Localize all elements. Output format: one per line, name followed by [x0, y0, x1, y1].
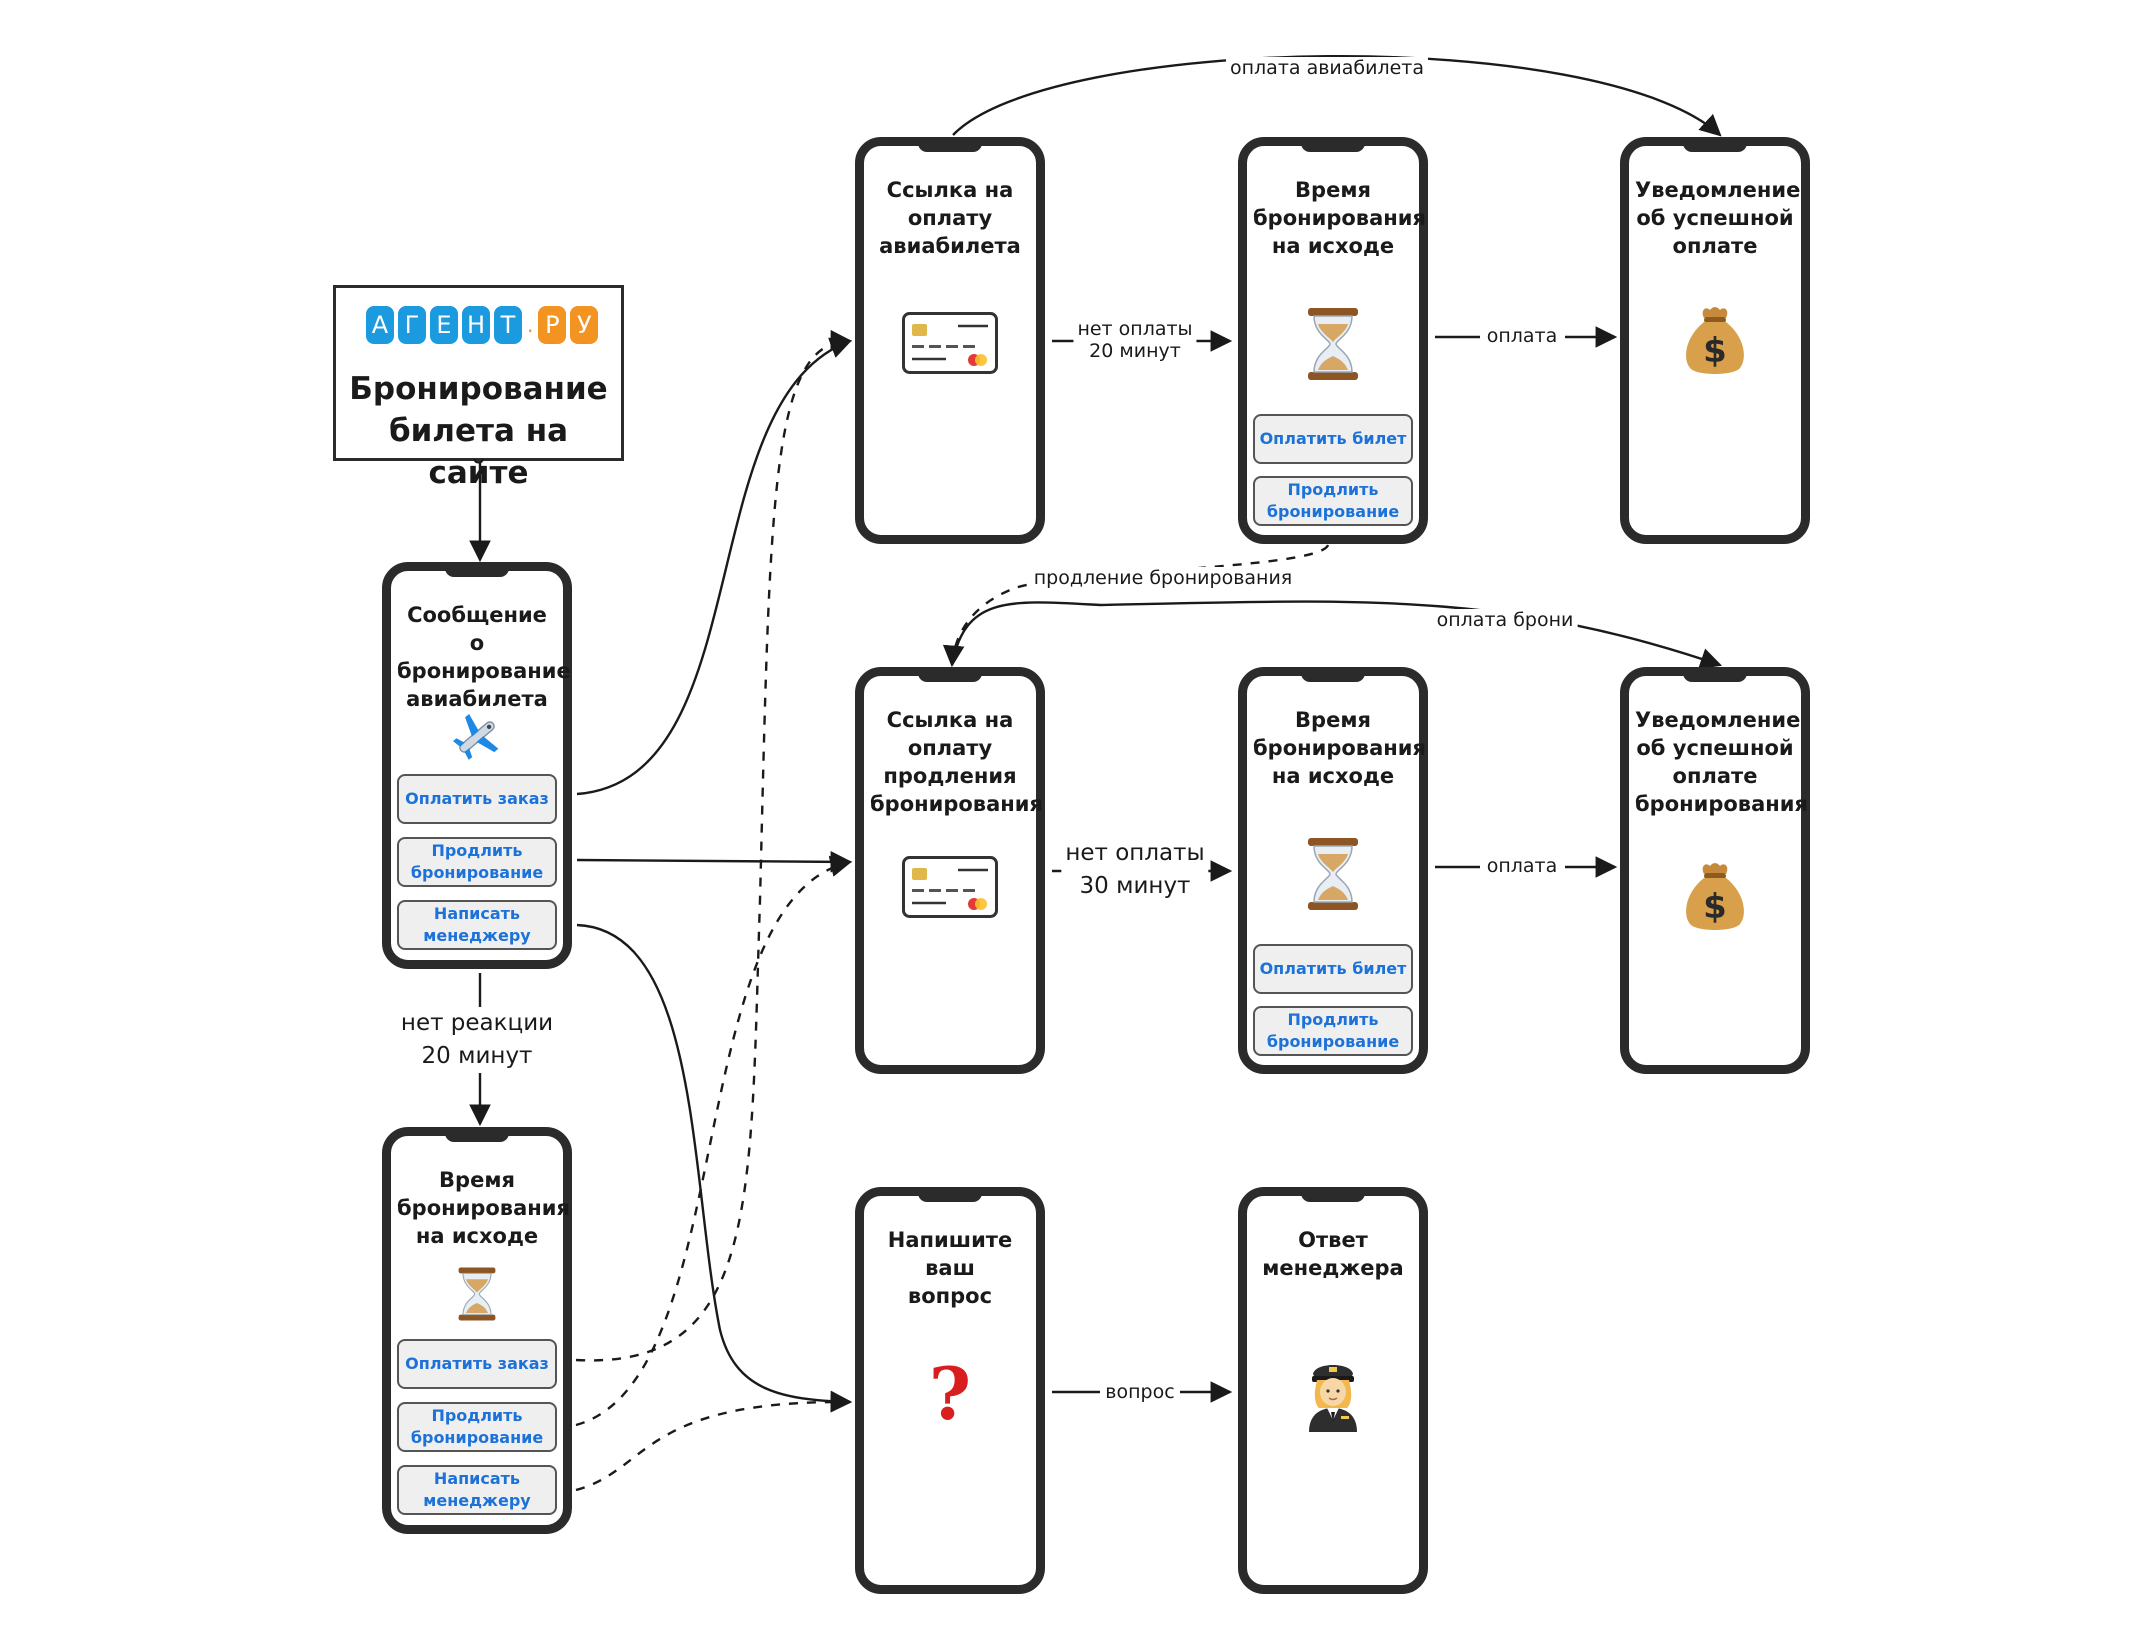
- hourglass-icon: [1308, 838, 1358, 910]
- extend-booking-button[interactable]: Продлить бронирование: [397, 837, 557, 887]
- phone-notch: [445, 562, 509, 577]
- question-mark-icon: ?: [928, 1351, 972, 1436]
- screen-title: Время бронирования на исходе: [1253, 708, 1426, 788]
- phone-booking-message: Сообщение о бронирование авиабилета Опла…: [382, 562, 572, 969]
- write-manager-button[interactable]: Написать менеджеру: [397, 900, 557, 950]
- screen-title: Ссылка на оплату авиабилета: [879, 178, 1021, 258]
- edge-label-payment-mid: оплата: [1482, 855, 1562, 877]
- phone-notch: [918, 667, 982, 682]
- phone-notch: [1683, 137, 1747, 152]
- screen-title: Ссылка на оплату продления бронирования: [870, 708, 1043, 816]
- edge-label-payment-top: оплата: [1482, 325, 1562, 347]
- phone-notch: [1301, 667, 1365, 682]
- screen-title: Время бронирования на исходе: [397, 1168, 570, 1248]
- edge-extend-to-extend-link: [576, 851, 853, 873]
- phone-timeout-left: Время бронирования на исходе Оплатить за…: [382, 1127, 572, 1534]
- phone-pay-link: Ссылка на оплату авиабилета: [855, 137, 1045, 544]
- money-bag-icon: $: [1686, 307, 1744, 374]
- phone-question: Напишите ваш вопрос ?: [855, 1187, 1045, 1594]
- phone-success-top: Уведомление об успешной оплате $: [1620, 137, 1810, 544]
- logo-letter: Н: [462, 306, 490, 344]
- edge-label-no-pay-30: нет оплаты 30 минут: [1061, 837, 1209, 903]
- screen-title: Ответ менеджера: [1262, 1228, 1404, 1280]
- pay-ticket-button[interactable]: Оплатить билет: [1253, 414, 1413, 464]
- extend-booking-button[interactable]: Продлить бронирование: [1253, 1006, 1413, 1056]
- pilot-icon: [1309, 1365, 1357, 1432]
- write-manager-button[interactable]: Написать менеджеру: [397, 1465, 557, 1515]
- edge-label-extend-booking: продление бронирования: [1029, 567, 1297, 589]
- edge-label-pay-booking: оплата брони: [1432, 609, 1578, 631]
- phone-timeout-mid: Время бронирования на исходе Оплатить би…: [1238, 667, 1428, 1074]
- edge-label-pay-ticket: оплата авиабилета: [1225, 57, 1429, 79]
- credit-card-icon: [902, 312, 998, 374]
- logo-letter: А: [366, 306, 394, 344]
- phone-notch: [918, 137, 982, 152]
- edge-label-no-pay-20: нет оплаты 20 минут: [1073, 318, 1197, 362]
- brand-box: А Г Е Н Т . Р У Бронирование билета на с…: [333, 285, 624, 491]
- edge-pay-booking-arc: [950, 600, 1723, 669]
- phone-notch: [1301, 137, 1365, 152]
- brand-title: Бронирование билета на сайте: [349, 371, 608, 491]
- phone-notch: [1683, 667, 1747, 682]
- phone-timeout-top: Время бронирования на исходе Оплатить би…: [1238, 137, 1428, 544]
- phone-notch: [918, 1187, 982, 1202]
- screen-title: Уведомление об успешной оплате бронирова…: [1635, 708, 1808, 816]
- pay-order-button[interactable]: Оплатить заказ: [397, 774, 557, 824]
- screen-title: Время бронирования на исходе: [1253, 178, 1426, 258]
- money-bag-icon: $: [1686, 863, 1744, 930]
- logo-letter: Т: [494, 306, 522, 344]
- edge-dashed-manager-to-question: [575, 1391, 853, 1492]
- svg-text:$: $: [1703, 887, 1727, 927]
- airplane-icon: [453, 713, 499, 760]
- pay-ticket-button[interactable]: Оплатить билет: [1253, 944, 1413, 994]
- edge-write-manager-to-question: [576, 923, 853, 1413]
- phone-notch: [445, 1127, 509, 1142]
- edge-label-question: вопрос: [1101, 1381, 1179, 1403]
- hourglass-icon: [458, 1267, 496, 1321]
- phone-extend-link: Ссылка на оплату продления бронирования: [855, 667, 1045, 1074]
- logo-letter: Г: [398, 306, 426, 344]
- phone-manager-answer: Ответ менеджера: [1238, 1187, 1428, 1594]
- credit-card-icon: [902, 856, 998, 918]
- hourglass-icon: [1308, 308, 1358, 380]
- svg-text:$: $: [1703, 331, 1727, 371]
- logo-dot: .: [527, 313, 534, 337]
- phone-notch: [1301, 1187, 1365, 1202]
- extend-booking-button[interactable]: Продлить бронирование: [397, 1402, 557, 1452]
- extend-booking-button[interactable]: Продлить бронирование: [1253, 476, 1413, 526]
- screen-title: Сообщение о бронирование авиабилета: [397, 603, 571, 711]
- agent-logo: А Г Е Н Т . Р У: [366, 306, 599, 344]
- logo-letter: Р: [538, 306, 567, 344]
- logo-letter: Е: [430, 306, 458, 344]
- logo-letter: У: [570, 306, 599, 344]
- edge-dashed-extend-to-extend-link: [575, 855, 853, 1427]
- edge-label-no-reaction: нет реакции 20 минут: [396, 1007, 558, 1073]
- phone-success-mid: Уведомление об успешной оплате бронирова…: [1620, 667, 1810, 1074]
- edge-extend-booking: [942, 544, 1330, 668]
- screen-title: Напишите ваш вопрос: [887, 1228, 1013, 1308]
- pay-order-button[interactable]: Оплатить заказ: [397, 1339, 557, 1389]
- screen-title: Уведомление об успешной оплате: [1635, 178, 1801, 258]
